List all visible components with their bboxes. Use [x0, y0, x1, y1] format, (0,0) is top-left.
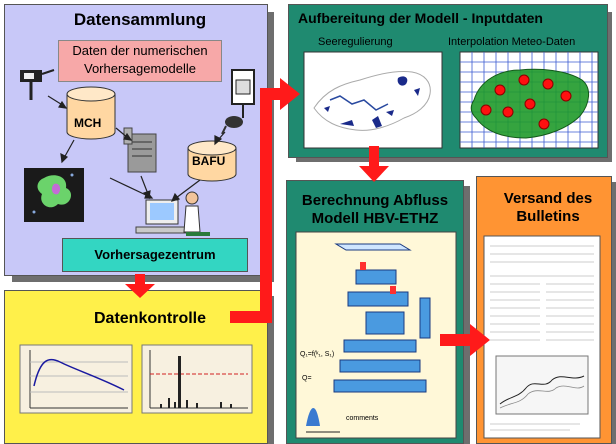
server-icon	[123, 127, 157, 173]
arrow-icon-2	[230, 78, 300, 323]
satellite-dish-icon	[221, 116, 243, 135]
forecast-center-label: Vorhersagezentrum	[94, 247, 216, 262]
database-cylinder-icon	[66, 86, 116, 140]
forecast-models-box	[58, 40, 222, 82]
database-cylinder-icon-2	[187, 140, 237, 182]
bar-chart-icon	[141, 344, 253, 414]
computation-title-line1: Berechnung Abfluss	[301, 192, 449, 209]
arrow-icon-3	[359, 146, 389, 182]
switzerland-map-icon	[303, 51, 443, 149]
bulletin-title-line1: Versand des	[503, 190, 593, 207]
mch-label: MCH	[74, 116, 102, 130]
antenna-icon	[20, 69, 55, 100]
input-sub-right: Interpolation Meteo-Daten	[448, 36, 576, 48]
arrow-icon-4	[440, 324, 490, 356]
gauge-icon	[231, 69, 255, 118]
arrow-icon	[125, 274, 155, 298]
collection-title: Datensammlung	[73, 10, 207, 29]
computation-title-line2: Modell HBV-ETHZ	[311, 210, 439, 227]
bulletin-title-line2: Bulletins	[516, 208, 580, 225]
svg-text:comments: comments	[346, 415, 379, 422]
meteo-grid-icon	[459, 51, 599, 149]
input-title: Aufbereitung der Modell - Inputdaten	[298, 10, 543, 26]
forecast-models-line2: Vorhersagemodelle	[83, 61, 197, 76]
line-chart-icon	[19, 344, 133, 414]
workstation-icon	[135, 191, 210, 236]
model-scheme-icon: Q₁=f(ᵏ₁, S₁) Q= comments	[295, 231, 457, 439]
svg-text:Q=: Q=	[302, 375, 312, 382]
bafu-label: BAFU	[192, 154, 226, 168]
radar-image-icon	[24, 168, 84, 222]
bulletin-document-icon	[483, 235, 601, 439]
forecast-models-line1: Daten der numerischen	[72, 43, 208, 58]
forecast-center-box	[62, 238, 248, 272]
control-title: Datenkontrolle	[94, 310, 207, 327]
input-sub-left: Seeregulierung	[318, 36, 393, 48]
svg-text:Q₁=f(ᵏ₁, S₁): Q₁=f(ᵏ₁, S₁)	[300, 351, 334, 358]
